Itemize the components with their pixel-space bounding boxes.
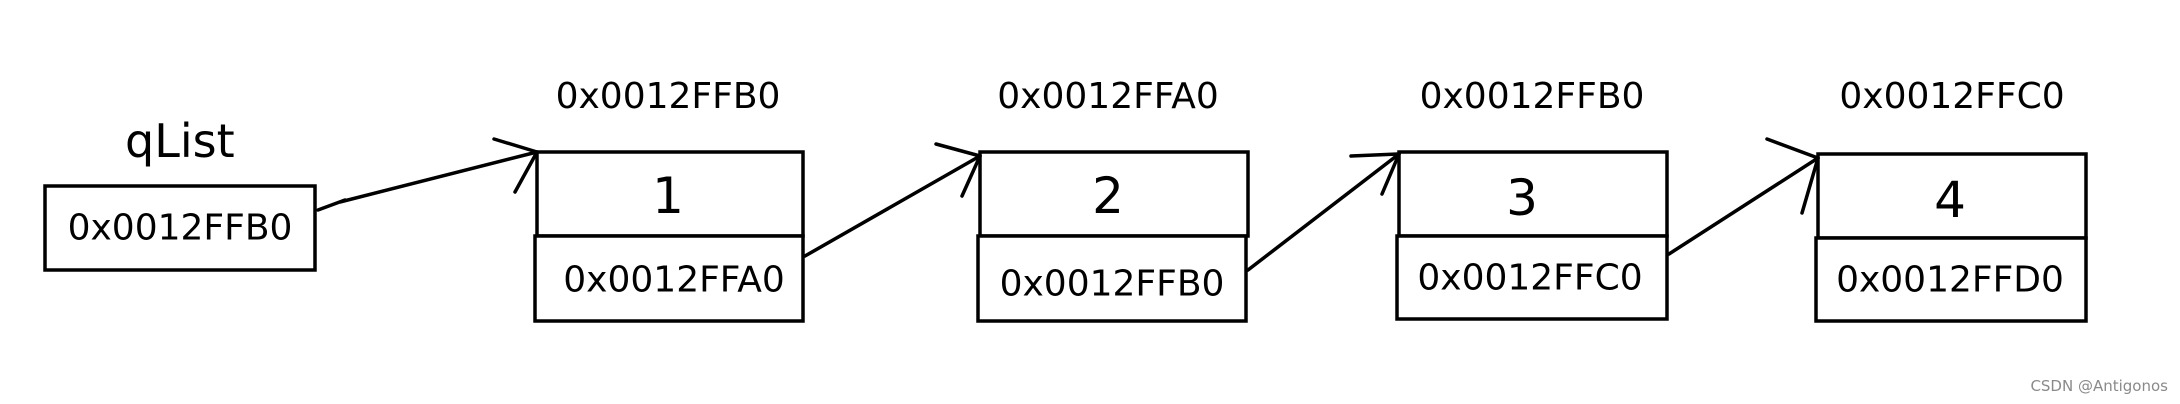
node-1-next-cell <box>533 234 805 323</box>
pointer-name: qList <box>125 114 235 168</box>
head-pointer: qList 0x0012FFB0 <box>43 114 317 272</box>
node-3-next: 0x0012FFC0 <box>1417 258 1642 299</box>
next-arrow-3-line <box>1667 156 1820 256</box>
node-2-next: 0x0012FFB0 <box>1000 264 1225 305</box>
node-3-address: 0x0012FFB0 <box>1420 76 1645 117</box>
node-1-address: 0x0012FFB0 <box>556 76 781 117</box>
node-2-next-cell <box>976 234 1248 323</box>
list-node-2: 0x0012FFA0 2 0x0012FFB0 <box>976 76 1250 323</box>
node-2-address: 0x0012FFA0 <box>997 76 1218 117</box>
node-3-data-cell <box>1397 150 1669 238</box>
node-4-next: 0x0012FFD0 <box>1836 260 2064 301</box>
list-node-3: 0x0012FFB0 3 0x0012FFC0 <box>1395 76 1669 321</box>
next-arrow-3-head <box>1765 137 1820 215</box>
node-3-next-cell <box>1395 234 1669 321</box>
node-4-next-cell <box>1814 236 2088 323</box>
node-4-data: 4 <box>1934 171 1966 229</box>
node-4-data-cell <box>1816 152 2088 240</box>
node-4-address: 0x0012FFC0 <box>1839 76 2064 117</box>
pointer-arrow <box>316 137 539 212</box>
next-arrow-1 <box>803 142 982 258</box>
node-2-data-cell <box>978 150 1250 238</box>
node-1-next: 0x0012FFA0 <box>563 260 784 301</box>
csdn-watermark: CSDN @Antigonos <box>2030 377 2168 395</box>
next-arrow-2-head <box>1349 152 1401 196</box>
pointer-arrow-line <box>316 150 539 212</box>
node-2-data: 2 <box>1092 167 1124 225</box>
next-arrow-2 <box>1246 152 1401 272</box>
node-1-data: 1 <box>652 167 684 225</box>
next-arrow-1-head <box>934 142 982 198</box>
next-arrow-2-line <box>1246 152 1401 272</box>
next-arrow-1-line <box>803 154 982 258</box>
pointer-arrow-head <box>492 137 539 194</box>
node-1-data-cell <box>535 150 805 238</box>
node-3-data: 3 <box>1506 169 1538 227</box>
list-node-4: 0x0012FFC0 4 0x0012FFD0 <box>1814 76 2088 323</box>
next-arrow-3 <box>1667 137 1820 256</box>
list-node-1: 0x0012FFB0 1 0x0012FFA0 <box>533 76 805 323</box>
pointer-value: 0x0012FFB0 <box>68 208 293 249</box>
pointer-box <box>43 184 317 272</box>
